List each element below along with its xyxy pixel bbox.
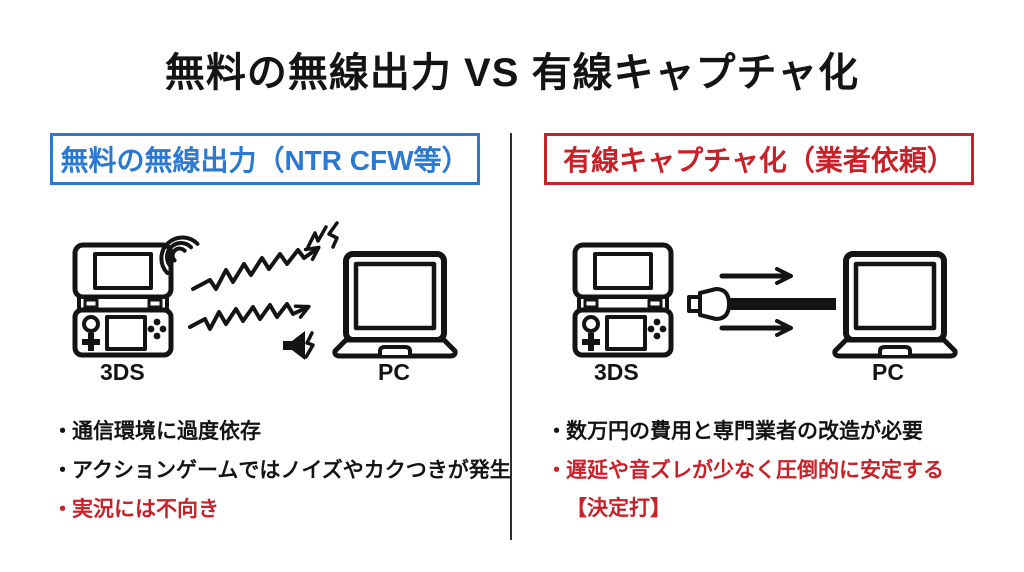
wired-header-box: 有線キャプチャ化（業者依頼） <box>544 133 974 185</box>
lightning-noise-icon <box>306 221 339 249</box>
wireless-bullet-list: ・通信環境に過度依存 ・アクションゲームではノイズやカクつきが発生 ・実況には不… <box>52 419 522 537</box>
noise-zigzag-arrow-top <box>191 245 321 291</box>
bullet-dot: ・ <box>52 459 73 483</box>
bullet-dot: ・ <box>52 420 73 443</box>
center-divider <box>510 133 512 540</box>
bullet-text-continuation: 【決定打】 <box>566 497 671 521</box>
wired-header-label: 有線キャプチャ化（業者依頼） <box>563 145 955 176</box>
wireless-panel: 無料の無線出力（NTR CFW等） <box>50 133 511 553</box>
bullet-text: アクションゲームではノイズやカクつきが発生 <box>72 459 511 483</box>
page-title: 無料の無線出力 VS 有線キャプチャ化 <box>164 51 860 95</box>
3ds-label: 3DS <box>594 359 639 385</box>
laptop-icon <box>332 251 458 359</box>
wireless-header-label: 無料の無線出力（NTR CFW等） <box>60 145 470 176</box>
bullet-item: ・遅延や音ズレが少なく圧倒的に安定する【決定打】 <box>546 458 1016 521</box>
wired-diagram <box>544 202 974 392</box>
cable-icon <box>687 287 836 321</box>
bullet-dot: ・ <box>546 420 567 443</box>
pc-label: PC <box>872 359 904 385</box>
bullet-item: ・数万円の費用と専門業者の改造が必要 <box>546 419 1016 444</box>
wireless-header-box: 無料の無線出力（NTR CFW等） <box>50 133 480 185</box>
bullet-dot: ・ <box>546 459 567 483</box>
speaker-noise-icon <box>283 331 315 360</box>
bullet-item: ・通信環境に過度依存 <box>52 419 522 444</box>
3ds-label: 3DS <box>100 359 145 385</box>
bullet-text: 数万円の費用と専門業者の改造が必要 <box>566 420 923 443</box>
bullet-dot: ・ <box>52 498 73 522</box>
noise-zigzag-arrow-bottom <box>188 302 311 331</box>
3ds-icon <box>572 242 674 358</box>
wired-panel: 有線キャプチャ化（業者依頼） <box>544 133 974 553</box>
bullet-text: 通信環境に過度依存 <box>72 420 261 443</box>
pc-label: PC <box>378 359 410 385</box>
bullet-text: 実況には不向き <box>72 498 219 522</box>
wired-bullet-list: ・数万円の費用と専門業者の改造が必要 ・遅延や音ズレが少なく圧倒的に安定する【決… <box>546 419 1016 536</box>
wifi-icon <box>159 235 200 276</box>
bullet-text: 遅延や音ズレが少なく圧倒的に安定する <box>566 459 944 483</box>
wireless-diagram <box>50 202 480 392</box>
bullet-item: ・アクションゲームではノイズやカクつきが発生 <box>52 458 522 483</box>
bullet-item: ・実況には不向き <box>52 497 522 522</box>
laptop-icon <box>832 251 958 359</box>
3ds-icon <box>72 242 174 358</box>
